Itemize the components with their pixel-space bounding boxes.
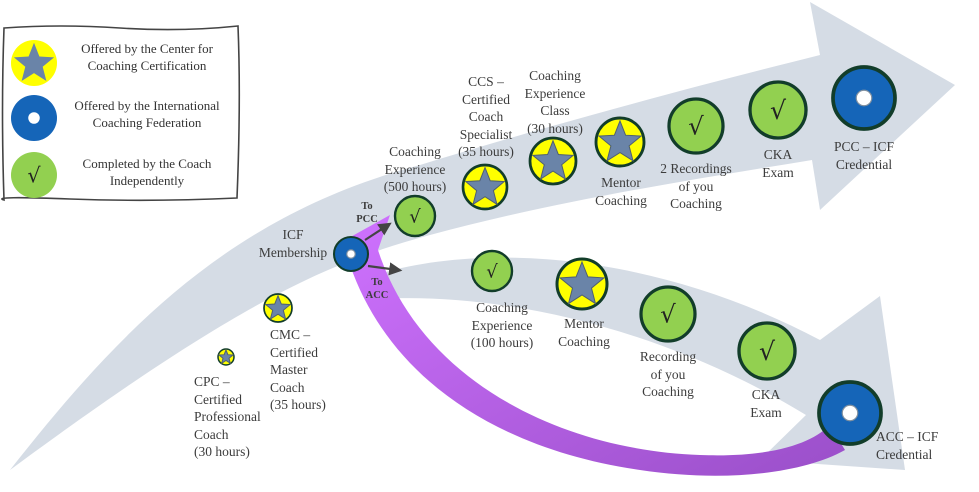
svg-text:√: √	[688, 112, 704, 141]
acc-path-step-label: ACC – ICF Credential	[876, 429, 939, 462]
svg-text:√: √	[759, 337, 776, 366]
legend-box	[1, 25, 241, 202]
pcc-path-step-label: CKA Exam	[762, 147, 794, 180]
acc-path-checkmark-icon: √	[736, 320, 798, 382]
common-path-star-badge-icon	[215, 346, 237, 368]
branch-label-to-pcc: To PCC	[356, 201, 378, 225]
pcc-path-star-badge-icon	[527, 135, 579, 187]
legend-star-badge-icon	[8, 37, 60, 94]
legend-label: Offered by the International Coaching Fe…	[74, 98, 220, 130]
pcc-path-step-label: Coaching Experience (500 hours)	[383, 144, 447, 194]
pcc-path-icf-ring-icon	[830, 64, 898, 132]
svg-text:√: √	[486, 261, 498, 282]
svg-text:√: √	[770, 96, 787, 125]
pcc-path-star-badge-icon	[593, 115, 647, 169]
acc-path-step-label: Mentor Coaching	[558, 316, 610, 349]
acc-path-star-badge-icon	[554, 256, 610, 312]
legend-checkmark-icon: √	[8, 149, 60, 206]
pcc-path-checkmark-icon: √	[392, 193, 438, 239]
legend-label: Completed by the Coach Independently	[82, 156, 212, 188]
acc-path-icf-ring-icon	[816, 379, 884, 447]
common-path-icf-ring-icon	[331, 234, 371, 274]
common-path-star-badge-icon	[261, 291, 295, 325]
purple-return-arrow	[345, 215, 845, 476]
pcc-path-step-label: 2 Recordings of you Coaching	[660, 161, 732, 211]
pcc-path-step-label: CCS – Certified Coach Specialist (35 hou…	[458, 74, 514, 159]
branch-label-to-acc: To ACC	[365, 277, 389, 301]
legend-icf-ring-icon	[8, 92, 60, 149]
common-path-step-label: CPC – Certified Professional Coach (30 h…	[194, 374, 261, 459]
svg-text:√: √	[660, 300, 676, 329]
acc-path-arrow	[360, 257, 905, 470]
legend-label: Offered by the Center for Coaching Certi…	[81, 41, 213, 73]
svg-text:√: √	[409, 206, 421, 227]
acc-path-checkmark-icon: √	[469, 248, 515, 294]
pcc-path-step-label: PCC – ICF Credential	[833, 139, 895, 172]
common-path-step-label: ICF Membership	[258, 227, 328, 260]
svg-text:√: √	[27, 163, 41, 187]
pcc-path-checkmark-icon: √	[666, 96, 726, 156]
common-path-step-label: CMC – Certified Master Coach (35 hours)	[270, 327, 326, 412]
pcc-path-step-label: Mentor Coaching	[595, 175, 647, 208]
acc-path-step-label: CKA Exam	[750, 387, 782, 420]
pcc-path-star-badge-icon	[460, 162, 510, 212]
acc-path-step-label: Coaching Experience (100 hours)	[470, 300, 534, 350]
pcc-path-step-label: Coaching Experience Class (30 hours)	[524, 68, 586, 136]
acc-path-checkmark-icon: √	[638, 284, 698, 344]
acc-path-step-label: Recording of you Coaching	[639, 349, 697, 399]
pcc-path-checkmark-icon: √	[747, 79, 809, 141]
